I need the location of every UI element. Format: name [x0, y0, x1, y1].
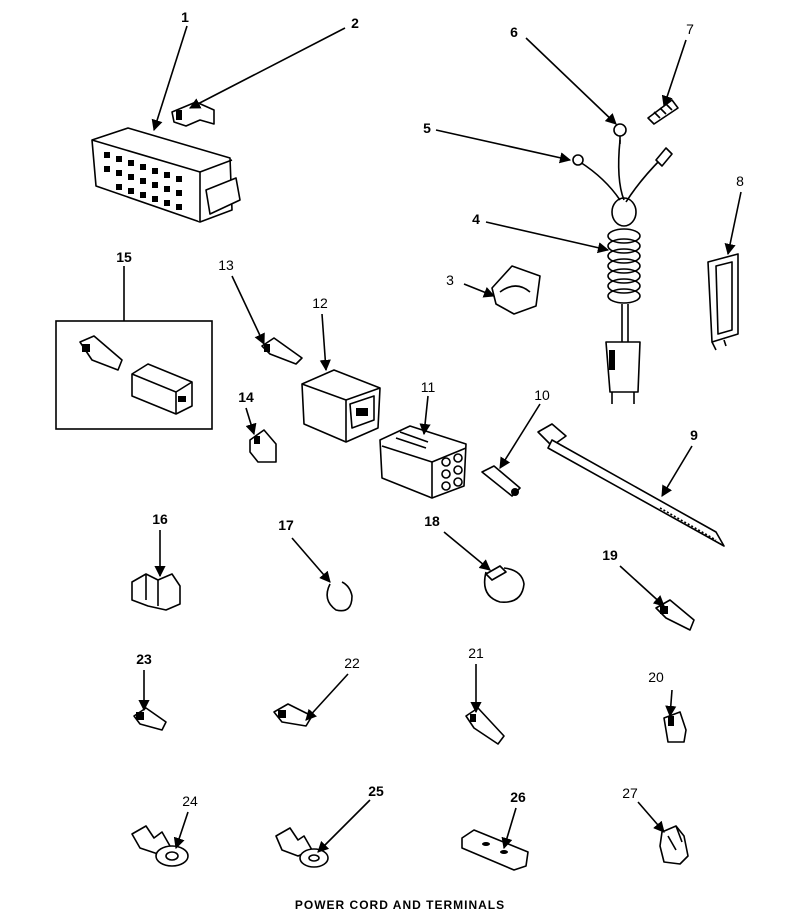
part-8-bracket [707, 253, 739, 351]
part-24-ring-terminal [131, 825, 189, 867]
part-21-terminal [465, 707, 505, 745]
part-27-terminal [659, 825, 689, 865]
part-1-connector-block [91, 127, 241, 223]
part-3-cord-clamp [491, 265, 541, 315]
part-22-terminal [273, 703, 313, 727]
callout-4: 4 [472, 211, 480, 227]
callout-21: 21 [468, 645, 484, 661]
part-10-pin-terminal [481, 465, 521, 497]
part-17-ring-clip [326, 581, 353, 612]
part-11-connector [379, 425, 467, 499]
part-16-bracket-clip [131, 573, 181, 611]
callout-14: 14 [238, 389, 254, 405]
callout-12: 12 [312, 295, 328, 311]
callout-labels: 1 2 3 4 5 6 7 8 9 10 11 12 13 14 15 16 1… [116, 9, 744, 809]
part-6-ring-terminal [613, 123, 627, 144]
callout-15: 15 [116, 249, 132, 265]
callout-leaders [123, 25, 742, 853]
callout-2: 2 [351, 15, 359, 31]
part-5-terminal-lead [572, 154, 584, 166]
part-9-cable-tie [537, 423, 725, 547]
callout-1: 1 [181, 9, 189, 25]
callout-3: 3 [446, 272, 454, 288]
callout-23: 23 [136, 651, 152, 667]
part-25-ring-terminal [275, 827, 329, 868]
diagram-caption: POWER CORD AND TERMINALS [294, 898, 506, 912]
callout-5: 5 [423, 120, 431, 136]
callout-20: 20 [648, 669, 664, 685]
part-7-screw [647, 99, 679, 125]
part-13-terminal [261, 337, 303, 365]
part-18-cable-clamp [483, 565, 525, 603]
callout-17: 17 [278, 517, 294, 533]
callout-11: 11 [421, 379, 436, 395]
callout-26: 26 [510, 789, 526, 805]
part-19-terminal [655, 599, 695, 631]
callout-18: 18 [424, 513, 440, 529]
callout-16: 16 [152, 511, 168, 527]
callout-27: 27 [622, 785, 638, 801]
callout-24: 24 [182, 793, 198, 809]
callout-8: 8 [736, 173, 744, 189]
callout-22: 22 [344, 655, 360, 671]
part-4-power-cord [579, 139, 663, 404]
part-14-clip [249, 429, 277, 463]
part-6-lead-terminal [655, 147, 673, 167]
callout-13: 13 [218, 257, 234, 273]
callout-19: 19 [602, 547, 618, 563]
callout-25: 25 [368, 783, 384, 799]
part-20-terminal [663, 711, 687, 743]
part-15-terminal-kit [55, 320, 213, 430]
callout-7: 7 [686, 21, 694, 37]
part-26-sleeve [461, 829, 529, 871]
callout-10: 10 [534, 387, 550, 403]
callout-6: 6 [510, 24, 518, 40]
callout-9: 9 [690, 427, 698, 443]
part-23-terminal [133, 707, 167, 731]
part-12-housing [301, 369, 381, 443]
